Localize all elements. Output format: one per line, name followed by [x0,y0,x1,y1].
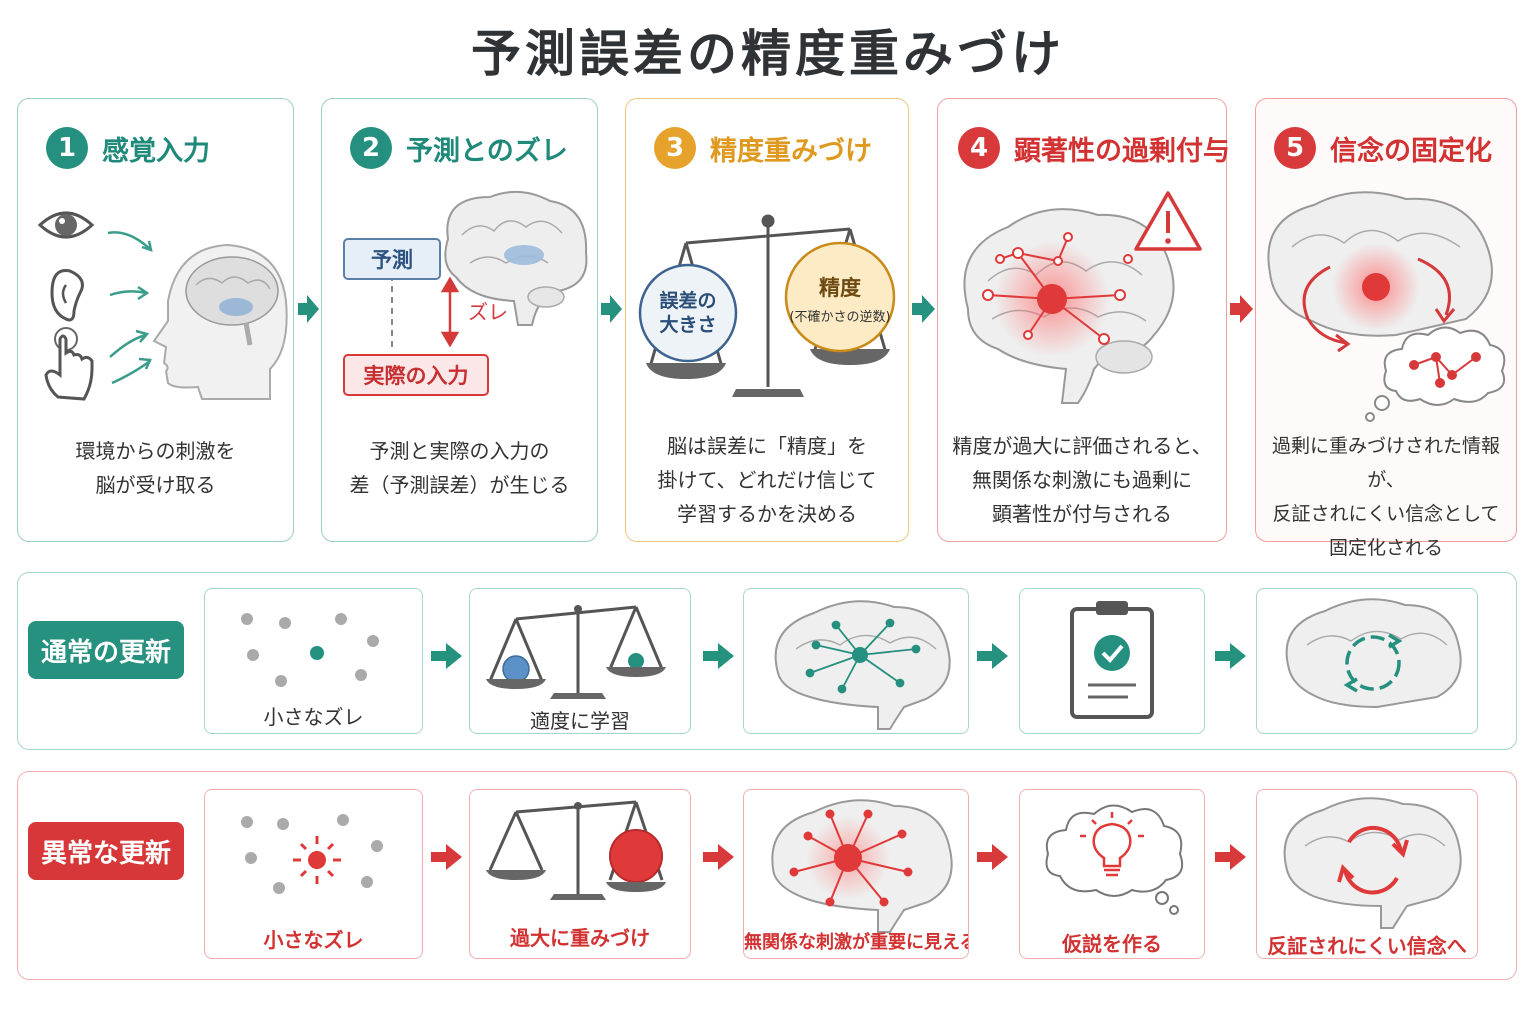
thought-lightbulb-icon [1045,804,1184,915]
balanced-scale-icon [486,605,666,699]
step-number-5: 5 [1274,127,1316,169]
network-brain-icon [774,600,951,730]
flow-arrow-icon [431,643,462,669]
panel-label: 仮説を作る [1062,932,1162,956]
flow-arrow-icon [1215,844,1246,870]
step-number-1: 1 [46,127,88,169]
step-number-4: 4 [958,127,1000,169]
lightbulb-icon [1080,812,1144,877]
touch-hand-icon [44,327,94,401]
abnormal-update-label: 異常な更新 [28,822,184,880]
brain-icon [444,190,588,326]
step-desc-line: 差（予測誤差）が生じる [349,473,570,497]
flow-arrow-icon [703,643,734,669]
panel-label: 無関係な刺激が重要に見える [744,932,969,953]
page-title: 予測誤差の精度重みづけ [471,25,1065,83]
normal-cycle-brain-panel [1256,588,1478,734]
step-desc-line: 反証されにくい信念として [1272,503,1500,525]
step-desc-line: 過剰に重みづけされた情報が、 [1271,435,1500,491]
sensory-input-illustration [37,211,288,401]
cycle-brain-icon [1285,598,1462,709]
step-number-2: 2 [350,127,392,169]
flow-arrow-icon [601,295,622,323]
step-card-excess-salience: 4 顕著性の過剰付与 精度が過大に評価されると、 [937,98,1230,542]
step-title: 予測とのズレ [406,135,568,167]
scattered-dots-icon [241,613,379,687]
thought-cloud-icon [1365,326,1506,422]
ear-icon [50,268,84,322]
prediction-box: 予測 [343,238,441,280]
flow-arrow-icon [298,295,319,323]
step-desc-line: 固定化される [1328,537,1443,559]
panel-label: 反証されにくい信念へ [1267,934,1467,958]
abnormal-irrelevant-stimulus-panel: 無関係な刺激が重要に見える [743,789,969,959]
belief-fixation-illustration [1267,191,1506,422]
normal-network-brain-panel [743,588,969,734]
step-desc-line: 予測と実際の入力の [369,439,550,463]
step-desc-line: 精度が過大に評価されると、 [952,434,1212,458]
abnormal-hypothesis-panel: 仮説を作る [1019,789,1205,959]
abnormal-resistant-belief-panel: 反証されにくい信念へ [1256,789,1478,959]
normal-update-label: 通常の更新 [28,621,184,679]
step-desc-line: 顕著性が付与される [992,502,1172,526]
error-size-label: 誤差の [659,289,716,312]
normal-checklist-panel [1019,588,1205,734]
normal-update-row: 通常の更新 小さなズレ 適度に学習 [17,572,1517,750]
prediction-label: 予測 [371,248,413,272]
step-desc-line: 掛けて、どれだけ信じて [657,468,877,492]
precision-circle [784,241,896,353]
balance-scale-illustration: 誤差の 大きさ 精度 (不確かさの逆数) [638,214,896,397]
salience-brain-illustration [963,191,1202,404]
abnormal-overweight-panel: 過大に重みづけ [469,789,691,959]
clipboard-check-icon [1070,601,1154,719]
normal-moderate-learning-panel: 適度に学習 [469,588,691,734]
step-desc-line: 脳は誤差に「精度」を [667,434,867,458]
step-desc-line: 無関係な刺激にも過剰に [972,468,1192,492]
step-title: 信念の固定化 [1330,135,1492,167]
eye-icon [37,211,95,239]
actual-input-label: 実際の入力 [364,364,469,388]
prediction-gap-illustration: 予測 ズレ 実際の入力 [343,190,588,396]
step-desc-line: 脳が受け取る [95,473,216,497]
locked-cycle-brain-icon [1283,797,1462,929]
precision-sub-label: (不確かさの逆数) [789,309,890,325]
step-card-prediction-gap: 2 予測とのズレ 予測 ズレ 実際の入力 予測と実際の入力の 差（予測誤差）が生… [321,98,598,542]
step-card-sensory-input: 1 感覚入力 環境からの刺激を 脳が受け取 [17,98,294,542]
error-size-label: 大きさ [659,313,716,336]
flow-arrow-icon [431,844,462,870]
zure-label: ズレ [468,300,508,324]
panel-label: 過大に重みづけ [510,926,650,950]
flow-arrow-icon [912,295,935,323]
step-number-3: 3 [654,127,696,169]
step-desc-line: 環境からの刺激を [75,439,236,463]
flow-arrow-icon [1230,295,1253,323]
panel-label: 適度に学習 [530,709,630,733]
flow-arrow-icon [977,844,1008,870]
burst-dot-icon [241,814,383,894]
normal-small-gap-panel: 小さなズレ [204,588,423,734]
flow-arrow-icon [703,844,734,870]
warning-icon [1134,191,1202,251]
error-size-circle [638,263,738,363]
head-profile-icon [152,243,288,400]
abnormal-small-gap-panel: 小さなズレ [204,789,423,959]
step-title: 精度重みづけ [710,135,872,167]
tilted-scale-icon [486,800,666,900]
flow-arrow-icon [1215,643,1246,669]
step-title: 顕著性の過剰付与 [1014,135,1230,167]
abnormal-update-row: 異常な更新 小さなズレ 過大に重み [17,771,1517,980]
flow-arrow-icon [977,643,1008,669]
step-title: 感覚入力 [102,135,210,167]
precision-label: 精度 [819,276,861,300]
step-card-precision-weighting: 3 精度重みづけ 誤差の 大きさ 精度 (不確かさの逆数) 脳は誤差に「精度」を… [625,98,909,542]
panel-label: 小さなズレ [263,928,364,952]
actual-input-box: 実際の入力 [343,354,489,396]
overactive-brain-icon [771,799,953,933]
step-desc-line: 学習するかを決める [677,502,857,526]
step-card-belief-fixation: 5 信念の固定化 過剰に重みづけされた情報が、 [1255,98,1517,559]
panel-label: 小さなズレ [263,705,364,729]
